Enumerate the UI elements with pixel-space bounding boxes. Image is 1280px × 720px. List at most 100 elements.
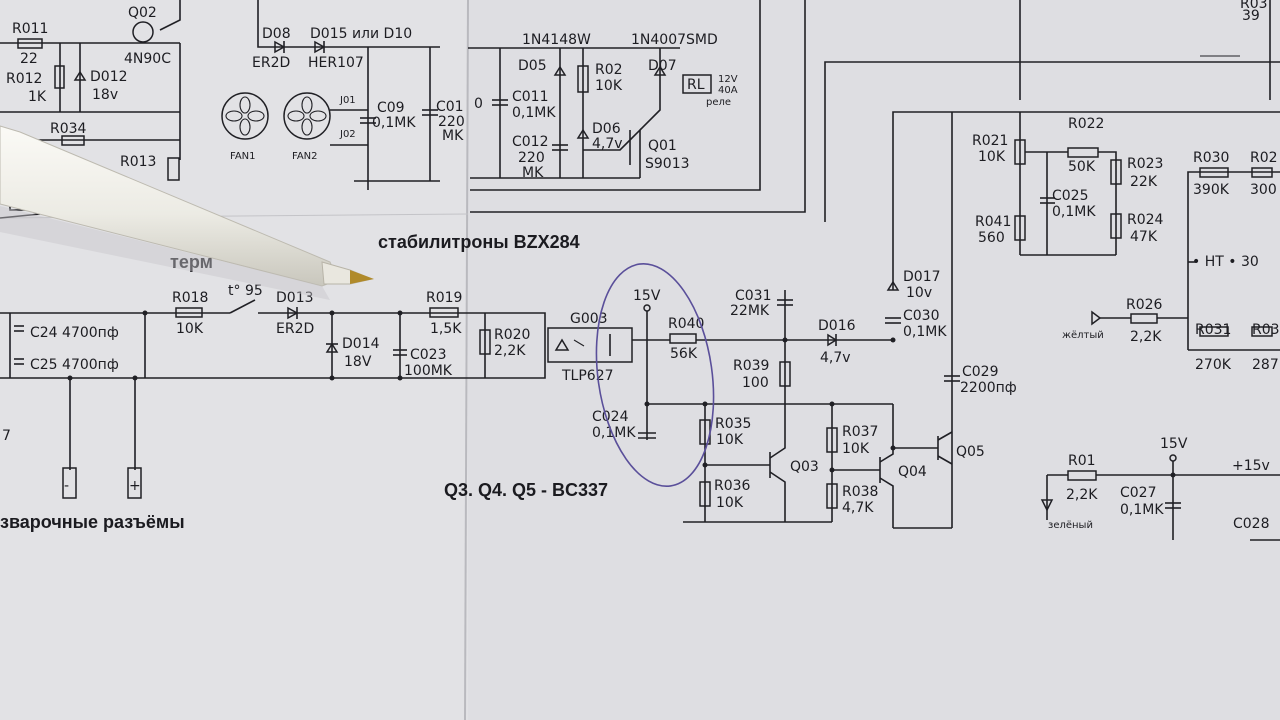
R024-label: R024 xyxy=(1127,212,1164,228)
C012-value1: 220 xyxy=(518,150,545,166)
R019-value: 1,5K xyxy=(430,321,462,337)
fan1-icon xyxy=(221,92,269,140)
fan1-label: FAN1 xyxy=(230,151,256,162)
R024-value: 47K xyxy=(1130,229,1158,245)
C010-value2: MK xyxy=(442,128,464,144)
R026-label: R026 xyxy=(1126,297,1163,313)
R035-label: R035 xyxy=(715,416,751,432)
R026-value: 2,2K xyxy=(1130,329,1162,345)
fan2-icon xyxy=(283,92,331,140)
zener-title: стабилитроны BZX284 xyxy=(378,232,580,252)
R013-label: R013 xyxy=(120,154,156,170)
C010-suffix: 0 xyxy=(474,96,483,112)
weld-connector-2 xyxy=(127,467,142,499)
C09-value: 0,1MK xyxy=(372,115,416,131)
green-led-block: 15V R01 2,2K зелёный +15v C027 0,1MK C02… xyxy=(1040,436,1280,541)
C028-label: C028 xyxy=(1233,516,1270,532)
C025-value: 0,1MK xyxy=(1052,204,1096,220)
C25-label: C25 4700пф xyxy=(30,357,119,373)
D017-label: D017 xyxy=(903,269,941,285)
pen-pointer xyxy=(0,125,374,300)
num39: 39 xyxy=(1242,8,1260,24)
C030-value: 0,1MK xyxy=(903,324,947,340)
R022-value: 50K xyxy=(1068,159,1096,175)
C010-label: C01 xyxy=(436,99,464,115)
C029-value: 2200пф xyxy=(960,380,1017,396)
R030-label: R030 xyxy=(1193,150,1229,166)
R035-value: 10K xyxy=(716,432,744,448)
D05-type: 1N4148W xyxy=(522,32,591,48)
R019-label: R019 xyxy=(426,290,462,306)
minus-sign: - xyxy=(64,478,69,494)
left-sheet xyxy=(0,0,468,720)
RL-v3: реле xyxy=(706,97,731,108)
D012-value: 18v xyxy=(92,87,118,103)
D05-label: D05 xyxy=(518,58,547,74)
D016-value: 4,7v xyxy=(820,350,851,366)
Q02-value: 4N90C xyxy=(124,51,171,67)
optocoupler-icon xyxy=(547,327,633,363)
yellow-led-icon xyxy=(1091,310,1102,326)
R02x-value: 300 xyxy=(1250,182,1277,198)
R031-value: 270K xyxy=(1195,357,1232,373)
Q04-label: Q04 xyxy=(898,464,927,480)
R02-label: R02 xyxy=(595,62,623,78)
D06-label: D06 xyxy=(592,121,621,137)
D07-label: D07 xyxy=(648,58,677,74)
R038-label: R038 xyxy=(842,484,878,500)
R012-label: R012 xyxy=(6,71,42,87)
weld-connector-1 xyxy=(62,467,77,499)
thermal-block: терм стабилитроны BZX284 C24 4700пф C25 … xyxy=(0,232,580,532)
R020-label: R020 xyxy=(494,327,530,343)
R040-value: 56K xyxy=(670,346,698,362)
control-block: R020 2,2K G003 TLP627 15V R040 56K C024 … xyxy=(444,112,1017,529)
pen-tip-icon xyxy=(350,270,374,284)
R020-value: 2,2K xyxy=(494,343,526,359)
C023-value: 100MK xyxy=(404,363,453,379)
RL-v1: 12V xyxy=(718,74,738,85)
C029-label: C029 xyxy=(962,364,999,380)
C030-label: C030 xyxy=(903,308,940,324)
V15b-label: 15V xyxy=(1160,436,1188,452)
yellow-led-label: жёлтый xyxy=(1062,330,1104,341)
R01-label: R01 xyxy=(1068,453,1096,469)
R012-value: 1K xyxy=(28,89,47,105)
fan2-label: FAN2 xyxy=(292,151,318,162)
marker-circle xyxy=(595,263,715,487)
D017-value: 10v xyxy=(906,285,932,301)
C023-label: C023 xyxy=(410,347,447,363)
C027-label: C027 xyxy=(1120,485,1157,501)
weld-connectors-label: зварочные разъёмы xyxy=(0,512,185,532)
D06-value: 4,7v xyxy=(592,136,623,152)
C031-value: 22MK xyxy=(730,303,770,319)
C031-label: C031 xyxy=(735,288,772,304)
C024-value: 0,1MK xyxy=(592,425,636,441)
D08-label: D08 xyxy=(262,26,291,42)
C012-value2: MK xyxy=(522,165,544,181)
J01-label: J01 xyxy=(339,95,356,106)
C011-label: C011 xyxy=(512,89,549,105)
R018-value: 10K xyxy=(176,321,204,337)
C012-label: C012 xyxy=(512,134,549,150)
plus15-label: +15v xyxy=(1232,458,1270,474)
R022-label: R022 xyxy=(1068,116,1104,132)
D014-label: D014 xyxy=(342,336,380,352)
thermo-title: терм xyxy=(170,252,213,272)
green-led-icon xyxy=(1040,499,1054,512)
RL-v2: 40A xyxy=(718,85,738,96)
top-left-block: R011 22 R012 1K D012 18v Q02 4N90C R013 … xyxy=(0,0,181,211)
green-led-label: зелёный xyxy=(1048,520,1093,531)
R023-value: 22K xyxy=(1130,174,1158,190)
R023-label: R023 xyxy=(1127,156,1163,172)
D014-value: 18V xyxy=(344,354,372,370)
D08-value: ER2D xyxy=(252,55,290,71)
R036-label: R036 xyxy=(714,478,751,494)
R037-label: R037 xyxy=(842,424,878,440)
R034-label: R034 xyxy=(50,121,87,137)
R018-label: R018 xyxy=(172,290,208,306)
relay-icon xyxy=(682,74,712,94)
R03x-label: R03 xyxy=(1252,322,1280,338)
Q02-label: Q02 xyxy=(128,5,157,21)
R031-label: R031 xyxy=(1195,322,1231,338)
V15a-label: 15V xyxy=(633,288,661,304)
